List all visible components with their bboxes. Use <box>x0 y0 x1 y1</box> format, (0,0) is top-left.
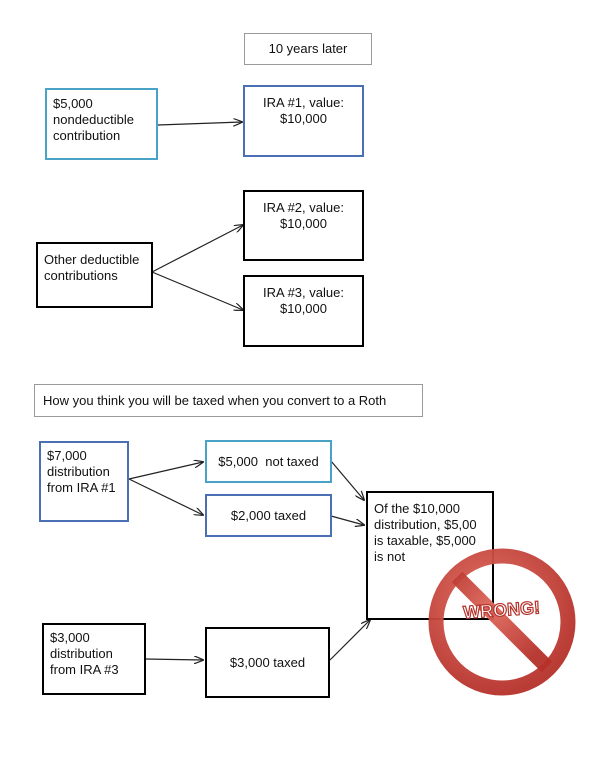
arrow-dist1-to-taxed2000 <box>128 478 203 515</box>
arrow-other-to-ira3 <box>151 271 243 310</box>
arrow-dist1-to-not-taxed <box>128 462 203 480</box>
wrong-stamp-text: WRONG! <box>462 597 540 622</box>
arrow-taxed2000-to-result <box>330 515 364 525</box>
nondeductible-contribution-box: $5,000 nondeductible contribution <box>45 88 158 160</box>
prohibition-sign-icon: WRONG! <box>428 548 576 696</box>
arrow-taxed3000-to-result <box>329 620 370 661</box>
arrow-nondeductible-to-ira1 <box>157 122 242 125</box>
dist-ira3-box: $3,000 distribution from IRA #3 <box>42 623 146 695</box>
ten-years-later-label: 10 years later <box>244 33 372 65</box>
dist-ira1-box: $7,000 distribution from IRA #1 <box>39 441 129 522</box>
ira1-box: IRA #1, value: $10,000 <box>243 85 364 157</box>
arrow-dist3-to-taxed3000 <box>144 659 203 660</box>
ira3-box: IRA #3, value: $10,000 <box>243 275 364 347</box>
not-taxed-box: $5,000 not taxed <box>205 440 332 483</box>
arrow-other-to-ira2 <box>151 225 243 273</box>
taxed-2000-box: $2,000 taxed <box>205 494 332 537</box>
ira2-box: IRA #2, value: $10,000 <box>243 190 364 261</box>
other-deductible-contributions-box: Other deductible contributions <box>36 242 153 308</box>
arrow-not-taxed-to-result <box>330 460 364 500</box>
taxed-3000-box: $3,000 taxed <box>205 627 330 698</box>
roth-tax-heading: How you think you will be taxed when you… <box>34 384 423 417</box>
